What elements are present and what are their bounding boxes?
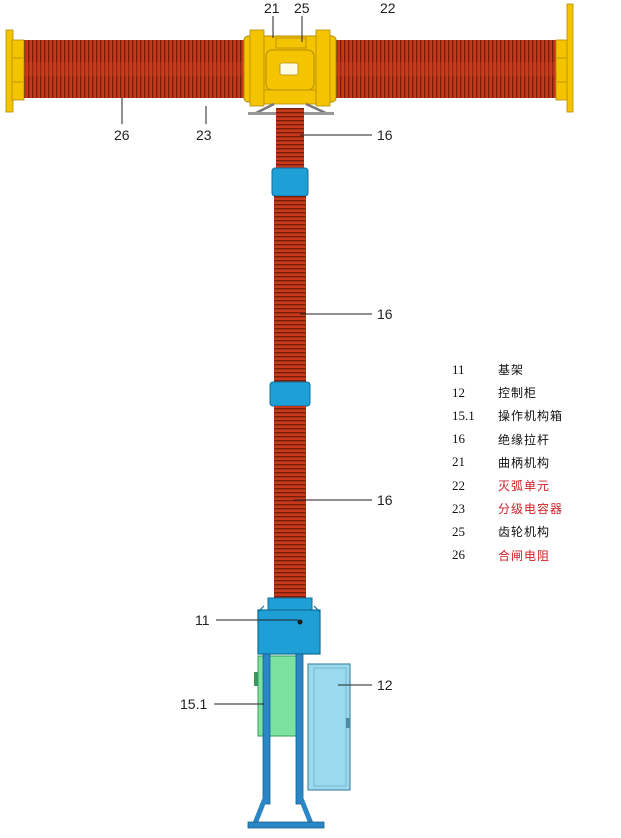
callout-16-bottom: 16 <box>377 492 393 508</box>
legend-row: 11 基架 <box>452 358 612 381</box>
upper-column-insulator <box>276 108 304 168</box>
operating-mechanism-box <box>254 655 301 737</box>
legend-number: 26 <box>452 547 465 563</box>
legend-label: 绝缘拉杆 <box>498 432 551 447</box>
upper-coupling <box>271 167 309 197</box>
legend-label: 合闸电阻 <box>498 548 551 563</box>
middle-coupling <box>269 381 311 407</box>
legend-label: 基架 <box>498 363 525 378</box>
callout-15-1: 15.1 <box>180 696 207 712</box>
legend-number: 23 <box>452 500 465 516</box>
leader-lines <box>121 16 372 705</box>
legend-row: 25 齿轮机构 <box>452 520 612 543</box>
control-cabinet <box>307 663 351 791</box>
legend-row: 16 绝缘拉杆 <box>452 428 612 451</box>
right-end-flange <box>555 3 574 113</box>
crank-gear-housing <box>243 29 337 107</box>
legend-number: 16 <box>452 431 465 447</box>
legend-label: 操作机构箱 <box>498 409 564 424</box>
middle-column-insulator <box>274 196 306 382</box>
callout-16-middle: 16 <box>377 306 393 322</box>
legend-label: 灭弧单元 <box>498 479 551 494</box>
legend-number: 22 <box>452 477 465 493</box>
legend-row: 23 分级电容器 <box>452 497 612 520</box>
legend: 11 基架 12 控制柜 15.1 操作机构箱 16 绝缘拉杆 21 曲柄机构 22 灭弧单元 23 分级… <box>452 358 612 567</box>
base-frame <box>257 605 321 655</box>
legend-label: 曲柄机构 <box>498 455 551 470</box>
right-interrupter-insulator <box>330 40 560 98</box>
support-legs <box>247 653 325 829</box>
callout-12: 12 <box>377 677 393 693</box>
legend-label: 齿轮机构 <box>498 525 551 540</box>
legend-row: 12 控制柜 <box>452 381 612 404</box>
legend-row: 22 灭弧单元 <box>452 474 612 497</box>
left-end-flange <box>5 29 25 113</box>
callout-22: 22 <box>380 0 396 16</box>
legend-number: 21 <box>452 454 465 470</box>
legend-label: 分级电容器 <box>498 502 564 517</box>
legend-number: 15.1 <box>452 407 475 423</box>
left-interrupter-insulator <box>20 40 246 98</box>
legend-number: 12 <box>452 384 465 400</box>
legend-row: 26 合闸电阻 <box>452 544 612 567</box>
legend-number: 11 <box>452 361 465 377</box>
legend-label: 控制柜 <box>498 386 538 401</box>
callout-25: 25 <box>294 0 310 16</box>
lower-column-insulator <box>274 406 306 598</box>
callout-21: 21 <box>264 0 280 16</box>
callout-16-top: 16 <box>377 127 393 143</box>
callout-26: 26 <box>114 127 130 143</box>
callout-11: 11 <box>195 612 210 628</box>
callout-23: 23 <box>196 127 212 143</box>
legend-row: 21 曲柄机构 <box>452 451 612 474</box>
legend-number: 25 <box>452 523 465 539</box>
legend-row: 15.1 操作机构箱 <box>452 404 612 427</box>
